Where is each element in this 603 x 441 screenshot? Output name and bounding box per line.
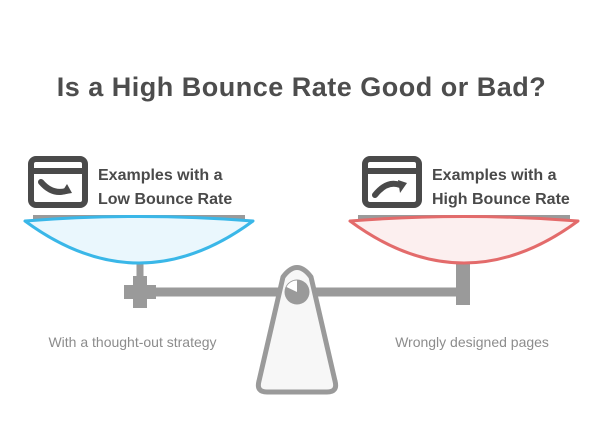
webpage-arrow-down-icon <box>28 156 88 208</box>
page-title: Is a High Bounce Rate Good or Bad? <box>56 72 547 102</box>
right-pan-label-line1: Examples with a <box>432 167 557 184</box>
webpage-arrow-up-icon <box>362 156 422 208</box>
right-pan-caption: Wrongly designed pages <box>395 334 549 350</box>
right-pan-label-line2: High Bounce Rate <box>432 191 570 208</box>
fulcrum-triangle <box>255 265 339 395</box>
right-pan-stem <box>456 258 470 305</box>
left-pan-caption: With a thought-out strategy <box>48 334 217 350</box>
left-pan <box>23 215 255 265</box>
left-pan-stem <box>136 258 144 284</box>
left-beam-connector <box>124 276 156 308</box>
right-pan-label: Examples with a High Bounce Rate <box>432 164 570 212</box>
right-pan <box>348 215 580 265</box>
left-pan-label-line1: Examples with a <box>98 167 223 184</box>
right-label-group: Examples with a High Bounce Rate <box>360 150 570 214</box>
left-pan-label: Examples with a Low Bounce Rate <box>98 164 232 212</box>
pivot-highlight <box>286 280 297 292</box>
left-label-group: Examples with a Low Bounce Rate <box>26 150 232 214</box>
left-pan-label-line2: Low Bounce Rate <box>98 191 233 208</box>
